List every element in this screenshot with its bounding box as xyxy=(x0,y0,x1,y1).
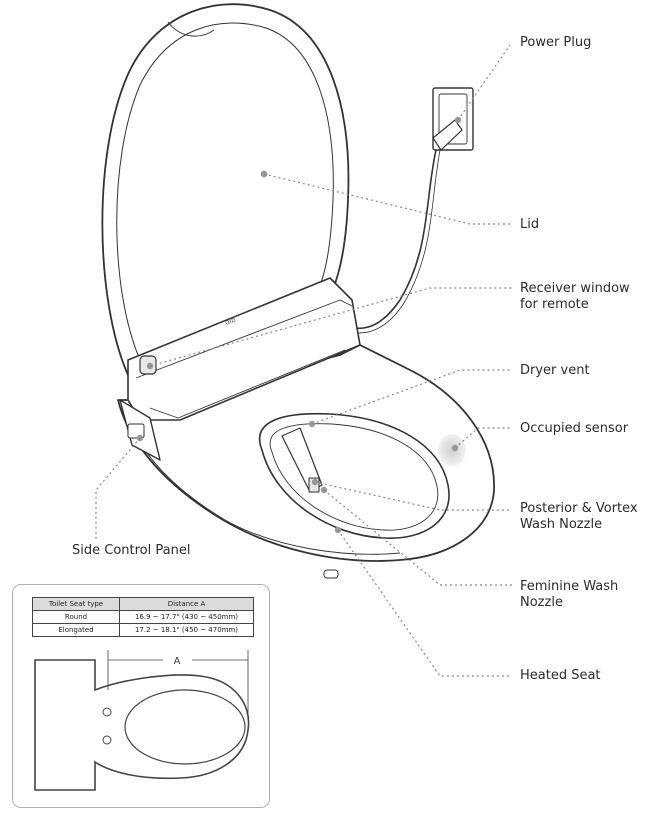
label-power-plug: Power Plug xyxy=(520,35,592,50)
label-side-control-panel: Side Control Panel xyxy=(72,543,191,558)
seat-size-table: Toilet Seat type Distance A Round 16.9 ~… xyxy=(32,597,254,637)
label-lid: Lid xyxy=(520,217,540,232)
table-cell: Elongated xyxy=(32,623,120,637)
label-feminine-line1: Feminine Wash xyxy=(520,579,619,594)
lid-illustration xyxy=(101,3,350,376)
label-heated-seat: Heated Seat xyxy=(520,668,601,683)
label-receiver-line1: Receiver window xyxy=(520,281,630,296)
table-row: Elongated 17.2 ~ 18.1" (450 ~ 470mm) xyxy=(32,623,254,637)
table-header-row: Toilet Seat type Distance A xyxy=(32,597,254,611)
table-cell: 17.2 ~ 18.1" (450 ~ 470mm) xyxy=(119,623,254,637)
seat-size-panel: Toilet Seat type Distance A Round 16.9 ~… xyxy=(12,584,270,808)
label-receiver-line2: for remote xyxy=(520,297,589,312)
seat-outline-dimension xyxy=(34,650,250,791)
callout-leaders xyxy=(95,44,512,677)
seat-body-illustration xyxy=(117,277,495,579)
power-plug-illustration xyxy=(354,87,474,334)
table-header-cell: Toilet Seat type xyxy=(32,597,120,611)
label-feminine-nozzle: Feminine Wash Nozzle xyxy=(520,579,618,611)
table-cell: 16.9 ~ 17.7" (430 ~ 450mm) xyxy=(119,610,254,624)
occupied-sensor-marker xyxy=(438,434,466,466)
brand-mark: dib xyxy=(224,315,237,326)
label-dryer-vent: Dryer vent xyxy=(520,363,590,378)
label-receiver-window: Receiver window for remote xyxy=(520,281,630,313)
label-occupied-sensor: Occupied sensor xyxy=(520,421,629,436)
label-posterior-nozzle: Posterior & Vortex Wash Nozzle xyxy=(520,501,638,533)
table-row: Round 16.9 ~ 17.7" (430 ~ 450mm) xyxy=(32,610,254,624)
label-posterior-line1: Posterior & Vortex xyxy=(520,501,638,516)
table-header-cell: Distance A xyxy=(119,597,254,611)
label-feminine-line2: Nozzle xyxy=(520,595,563,610)
dimension-a-label: A xyxy=(174,656,181,667)
table-cell: Round xyxy=(32,610,120,624)
label-posterior-line2: Wash Nozzle xyxy=(520,517,603,532)
